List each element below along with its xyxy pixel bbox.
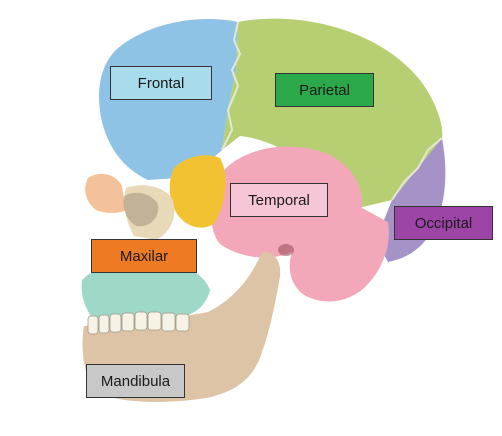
label-mandibula: Mandibula: [86, 364, 185, 398]
zygomatic-bone: [124, 185, 175, 240]
maxilla-bone: [81, 261, 211, 322]
coronal-suture: [221, 21, 242, 151]
teeth: [87, 311, 190, 335]
lambdoid-suture: [391, 137, 443, 201]
orbit-shadow: [123, 192, 159, 227]
nasal-bone: [85, 173, 126, 213]
sphenoid-bone: [169, 155, 226, 228]
parietal-bone: [222, 18, 443, 211]
ear-canal: [278, 244, 294, 256]
label-temporal: Temporal: [230, 183, 328, 217]
label-parietal: Parietal: [275, 73, 374, 107]
label-occipital: Occipital: [394, 206, 493, 240]
label-frontal: Frontal: [110, 66, 212, 100]
label-maxilar: Maxilar: [91, 239, 197, 273]
